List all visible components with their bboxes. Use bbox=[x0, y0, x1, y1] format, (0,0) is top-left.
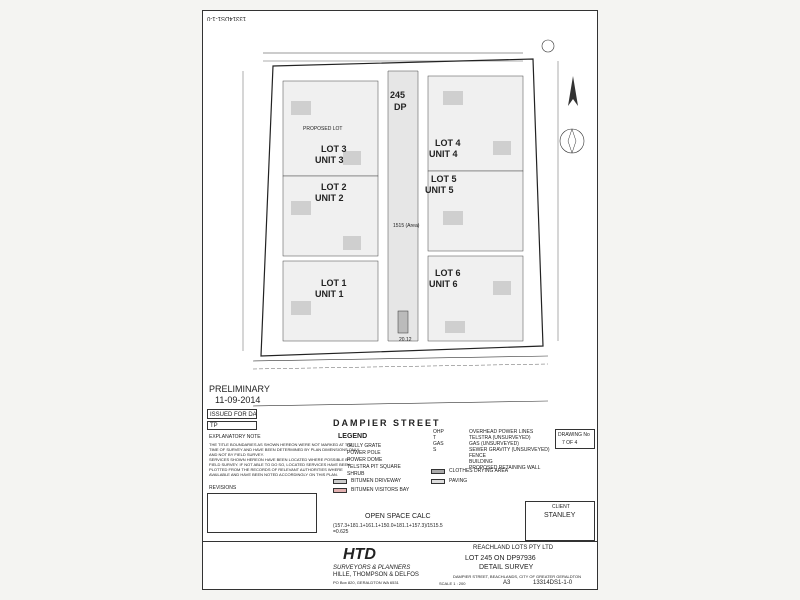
tp-box: TP bbox=[207, 421, 257, 430]
client-name: STANLEY bbox=[544, 512, 576, 519]
revisions-label: REVISIONS bbox=[209, 485, 237, 491]
legend-item: POWER DOME bbox=[347, 457, 383, 463]
sheet-size: A3 bbox=[503, 580, 511, 586]
lot-number: 245 bbox=[390, 90, 406, 100]
street-name: DAMPIER STREET bbox=[333, 418, 441, 428]
title-lot: LOT 245 ON DP97936 bbox=[465, 555, 536, 562]
drawing-no-label: DRAWING No bbox=[558, 432, 590, 438]
drawing-ref-bottom: 13314DS1-1-0 bbox=[533, 580, 573, 586]
company-address: PO Box 820, GERALDTON WA 6531 bbox=[333, 580, 399, 585]
line-legend-label: BUILDING bbox=[469, 459, 493, 465]
explanatory-line: PLOTTED FROM THE RECORDS OF RELEVANT AUT… bbox=[209, 467, 343, 472]
title-address: DAMPIER STREET, BEACHLANDS, CITY OF GREA… bbox=[453, 574, 582, 579]
line-legend-label: PROPOSED RETAINING WALL bbox=[469, 465, 541, 471]
dimension-bottom: 20.12 bbox=[399, 337, 412, 343]
lot-plan: DP bbox=[394, 102, 407, 112]
unit-5-label: UNIT 5 bbox=[425, 185, 454, 195]
clothes-drying-swatch bbox=[431, 469, 445, 474]
bitumen-driveway-label: BITUMEN DRIVEWAY bbox=[351, 478, 402, 484]
legend-item: TELSTRA PIT SQUARE bbox=[347, 464, 401, 470]
lot-2-label: LOT 2 bbox=[321, 182, 347, 192]
sheet-of: 7 OF 4 bbox=[562, 440, 578, 446]
lot-3-label: LOT 3 bbox=[321, 144, 347, 154]
legend-item: SHRUB bbox=[347, 471, 365, 477]
preliminary-label: PRELIMINARY bbox=[209, 384, 270, 394]
legend-item: GULLY GRATE bbox=[347, 443, 382, 449]
unit-3-label: UNIT 3 bbox=[315, 155, 344, 165]
open-space-result: =0.625 bbox=[333, 529, 349, 535]
bitumen-visitors-label: BITUMEN VISITORS BAY bbox=[351, 487, 410, 493]
explanatory-line: FIELD SURVEY. IF NOT ABLE TO DO SO, LOCA… bbox=[209, 462, 351, 467]
line-legend-label: FENCE bbox=[469, 453, 486, 459]
bitumen-driveway-swatch bbox=[333, 479, 347, 484]
line-legend-label: SEWER GRAVITY (UNSURVEYED) bbox=[469, 447, 550, 453]
explanatory-line: AVAILABLE AND HAVE BEEN NOTED ACCORDINGL… bbox=[209, 472, 338, 477]
issued-for-label: ISSUED FOR DA bbox=[210, 412, 257, 418]
client-heading: CLIENT bbox=[552, 504, 570, 510]
explanatory-line: AND NOT BY FIELD SURVEY. bbox=[209, 452, 264, 457]
open-space-calc: (157.3+181.1+161.1+150.0+181.1+157.3)/15… bbox=[333, 523, 443, 529]
lot-6-label: LOT 6 bbox=[435, 268, 461, 278]
lot-5-label: LOT 5 bbox=[431, 174, 457, 184]
title-survey: DETAIL SURVEY bbox=[479, 564, 534, 571]
title-block-rule bbox=[203, 541, 597, 542]
proposed-lot-label: PROPOSED LOT bbox=[303, 126, 343, 132]
unit-2-label: UNIT 2 bbox=[315, 193, 344, 203]
company-line1: SURVEYORS & PLANNERS bbox=[333, 565, 411, 571]
line-legend-code: S bbox=[433, 447, 437, 453]
revisions-table bbox=[207, 493, 317, 533]
explanatory-heading: EXPLANATORY NOTE bbox=[209, 434, 261, 440]
lot-4-label: LOT 4 bbox=[435, 138, 461, 148]
legend-item: POWER POLE bbox=[347, 450, 381, 456]
tp-label: TP bbox=[210, 423, 218, 429]
legend-heading: LEGEND bbox=[338, 433, 368, 440]
paving-swatch bbox=[431, 479, 445, 484]
clothes-drying-label: CLOTHES DRYING AREA bbox=[449, 468, 509, 474]
unit-6-label: UNIT 6 bbox=[429, 279, 458, 289]
line-legend-code: GAS bbox=[433, 441, 444, 447]
explanatory-line: THE TITLE BOUNDARIES AS SHOWN HEREON WER… bbox=[209, 442, 353, 447]
line-legend-label: TELSTRA (UNSURVEYED) bbox=[469, 435, 531, 441]
scale-label: SCALE 1 : 200 bbox=[439, 581, 466, 586]
explanatory-line: SERVICES SHOWN HEREON HAVE BEEN LOCATED … bbox=[209, 457, 351, 462]
explanatory-line: TIME OF SURVEY AND HAVE BEEN DETERMINED … bbox=[209, 447, 360, 452]
unit-1-label: UNIT 1 bbox=[315, 289, 344, 299]
line-legend-label: OVERHEAD POWER LINES bbox=[469, 429, 534, 435]
site-plan bbox=[242, 39, 585, 407]
company-line2: HILLE, THOMPSON & DELFOS bbox=[333, 572, 419, 578]
developer-name: REACHLAND LOTS PTY LTD bbox=[473, 545, 554, 551]
drawing-no-block: DRAWING No 7 OF 4 bbox=[555, 429, 595, 449]
bitumen-visitors-swatch bbox=[333, 488, 347, 493]
line-legend-code: T bbox=[433, 435, 437, 441]
issued-for-box: ISSUED FOR DA bbox=[207, 409, 257, 419]
preliminary-date: 11-09-2014 bbox=[215, 395, 261, 405]
open-space-heading: OPEN SPACE CALC bbox=[365, 513, 431, 520]
area-label: 1515 (Area) bbox=[393, 223, 420, 229]
line-legend-label: GAS (UNSURVEYED) bbox=[469, 441, 519, 447]
lot-1-label: LOT 1 bbox=[321, 278, 347, 288]
unit-4-label: UNIT 4 bbox=[429, 149, 458, 159]
client-block: CLIENT STANLEY bbox=[525, 501, 595, 541]
company-abbr: HTD bbox=[343, 546, 376, 563]
line-legend-code: OHP bbox=[433, 429, 444, 435]
paving-label: PAVING bbox=[449, 478, 468, 484]
survey-sheet: 13314DS1-1-0 bbox=[202, 10, 598, 590]
